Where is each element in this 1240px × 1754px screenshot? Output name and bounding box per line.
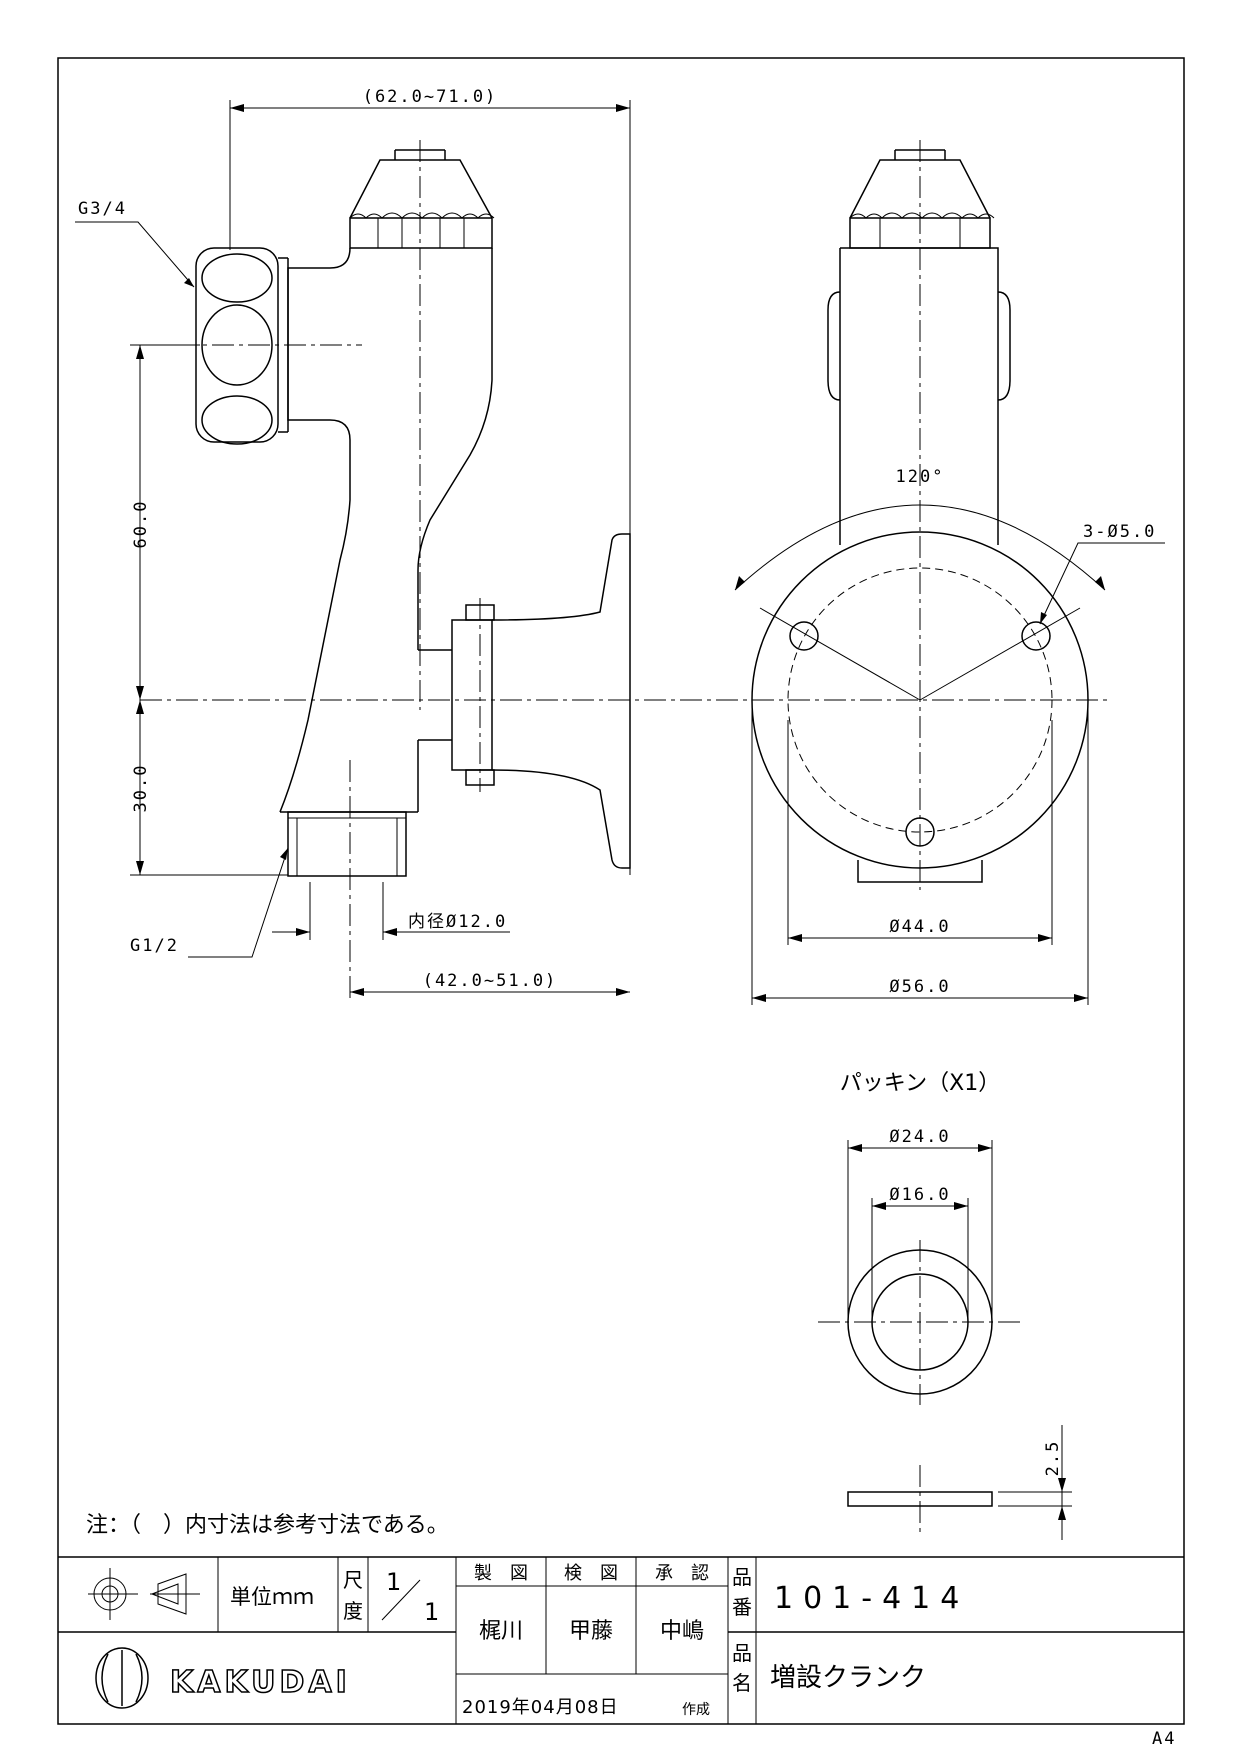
dim-inner-diameter: 内径Ø12.0: [408, 912, 507, 932]
scale-label-bottom: 度: [343, 1599, 363, 1623]
approved-by: 中嶋: [660, 1619, 704, 1644]
part-name-label-top: 品: [732, 1641, 752, 1665]
brand-wordmark: KAKUDAI: [170, 1665, 351, 1700]
dim-holes: 3-Ø5.0: [1083, 522, 1156, 542]
third-angle-projection-icon: [88, 1568, 200, 1620]
kakudai-logo: KAKUDAI: [95, 1647, 351, 1709]
part-name-label-bottom: 名: [732, 1671, 752, 1695]
drawing-date: 2019年04月08日: [462, 1697, 619, 1718]
drawn-header: 製 図: [474, 1563, 528, 1584]
scale-numerator: 1: [386, 1568, 401, 1596]
unit-label: 単位ｍｍ: [230, 1585, 314, 1609]
part-no-label-bottom: 番: [732, 1595, 752, 1619]
packing-view: パッキン（X1） Ø24.0 Ø16.0 2.5: [818, 1071, 1072, 1540]
packing-title: パッキン（X1）: [840, 1071, 1000, 1096]
side-view: (62.0~71.0) G3/4: [75, 87, 1110, 1000]
dim-bolt-circle: Ø44.0: [889, 917, 950, 937]
drawn-by: 梶川: [479, 1619, 523, 1644]
label-outlet-thread: G1/2: [130, 936, 179, 956]
checked-header: 検 図: [564, 1563, 618, 1584]
dim-packing-inner: Ø16.0: [889, 1185, 950, 1205]
dim-height-lower: 30.0: [131, 764, 151, 813]
part-no-label-top: 品: [732, 1565, 752, 1589]
paper-size: A4: [1152, 1729, 1176, 1749]
approved-header: 承 認: [655, 1563, 709, 1584]
scale-label-top: 尺: [343, 1568, 363, 1592]
sheet-border: [57, 57, 1185, 1725]
reference-note: 注：（ ）内寸法は参考寸法である。: [86, 1513, 449, 1538]
part-number: 101-414: [774, 1581, 969, 1616]
dim-packing-thickness: 2.5: [1043, 1440, 1063, 1477]
dim-flange-diameter: Ø56.0: [889, 977, 950, 997]
dim-angle: 120°: [896, 467, 945, 487]
dim-projection: (42.0~51.0): [423, 971, 558, 991]
scale-denominator: 1: [424, 1598, 439, 1626]
checked-by: 甲藤: [569, 1619, 613, 1644]
created-label: 作成: [682, 1702, 710, 1718]
dim-packing-outer: Ø24.0: [889, 1127, 950, 1147]
front-view: 120° 3-Ø5.0 Ø44.0 Ø56.0: [734, 140, 1165, 1005]
dim-side-width: (62.0~71.0): [363, 87, 498, 107]
dim-height-upper: 60.0: [131, 500, 151, 549]
label-inlet-thread: G3/4: [78, 199, 127, 219]
part-name: 増設クランク: [770, 1663, 926, 1693]
title-block: 単位ｍｍ 尺 度 1 1 製 図 検 図 承 認 梶川 甲藤 中嶋 品 番 10…: [58, 1556, 1184, 1724]
